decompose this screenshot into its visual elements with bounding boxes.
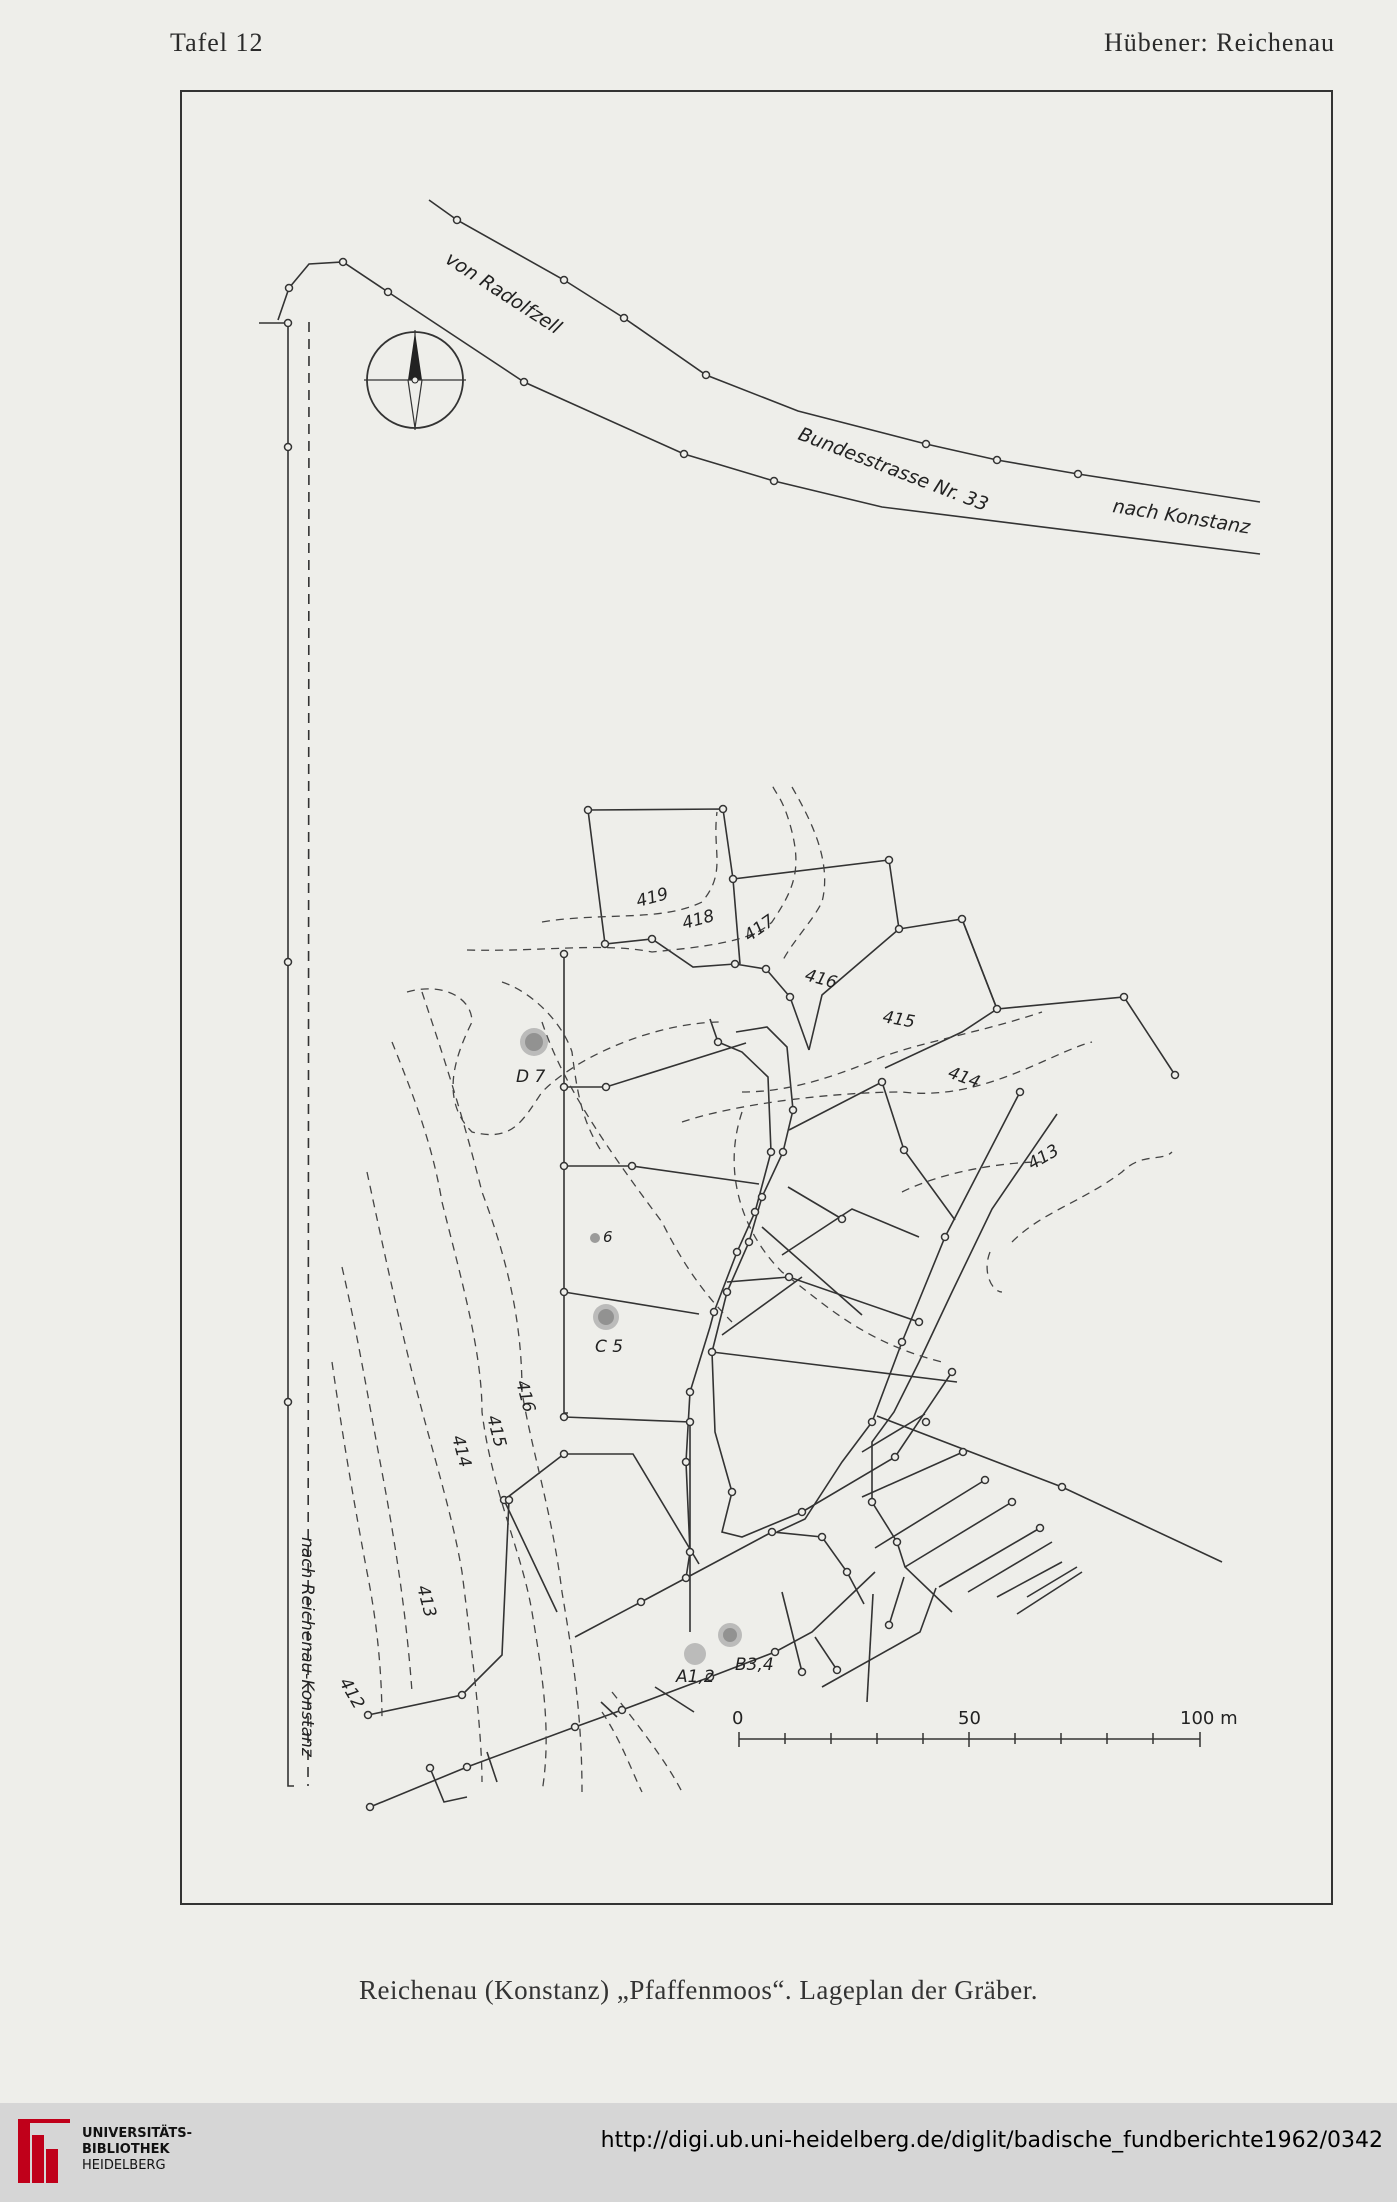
label-to: nach Konstanz [1111, 495, 1252, 539]
site-plan-map: von Radolfzell Bundesstrasse Nr. 33 nach… [180, 90, 1333, 1905]
contour-label: 413 [412, 1583, 440, 1620]
north-arrow-icon [364, 330, 466, 430]
library-name-line: BIBLIOTHEK [82, 2142, 170, 2157]
grave-label: C 5 [595, 1337, 623, 1357]
contour-label: 419 [634, 884, 671, 912]
survey-points [283, 215, 1180, 1812]
diagonal-road-west [776, 1091, 1021, 1533]
grave-label: A1,2 [675, 1667, 715, 1687]
contour-label: 416 [803, 966, 840, 994]
contour-label: 418 [680, 906, 717, 934]
scale-label-end: 100 m [1180, 1708, 1238, 1729]
library-logo-icon [18, 2119, 70, 2183]
running-head-left: Tafel 12 [170, 28, 264, 57]
path-east-edge [711, 1026, 953, 1538]
side-road-west-edge [259, 322, 294, 1787]
contour-label: 413 [1025, 1141, 1063, 1175]
grave-label: B3,4 [735, 1655, 774, 1675]
south-road-edge [369, 1571, 876, 1808]
library-name-line: HEIDELBERG [82, 2158, 166, 2173]
highway-edge-south [277, 261, 1261, 555]
library-name-line: UNIVERSITÄTS- [82, 2126, 192, 2141]
library-name: UNIVERSITÄTS- BIBLIOTHEK HEIDELBERG [82, 2126, 192, 2174]
scale-bar [738, 1732, 1201, 1747]
library-footer: UNIVERSITÄTS- BIBLIOTHEK HEIDELBERG http… [0, 2103, 1397, 2202]
contour-label: 414 [447, 1433, 475, 1470]
grave-label: D 7 [516, 1067, 545, 1087]
diagonal-road-east [871, 1113, 1058, 1613]
contour-label: 412 [335, 1675, 369, 1713]
label-from: von Radolfzell [441, 248, 566, 340]
running-head-right: Hübener: Reichenau [1104, 28, 1335, 57]
grave-label: 6 [603, 1228, 613, 1246]
parcel-lines [587, 808, 1176, 1076]
highway-edge-north [428, 199, 1261, 503]
label-highway: Bundesstrasse Nr. 33 [795, 423, 991, 516]
site-plan-drawing: von Radolfzell Bundesstrasse Nr. 33 nach… [259, 199, 1261, 1812]
contour-label: 415 [482, 1413, 510, 1450]
contour-lines [331, 781, 1173, 1793]
grave-markers [520, 1028, 742, 1665]
source-url-link[interactable]: http://digi.ub.uni-heidelberg.de/diglit/… [600, 2128, 1383, 2153]
label-side-road: nach Reichenau-Konstanz [297, 1537, 317, 1758]
figure-caption: Reichenau (Konstanz) „Pfaffenmoos“. Lage… [359, 1975, 1038, 2005]
contour-label: 416 [511, 1378, 539, 1415]
contour-label: 417 [740, 911, 778, 946]
contour-label: 414 [945, 1063, 982, 1093]
side-road-east-edge [307, 321, 310, 1787]
scale-label-mid: 50 [958, 1708, 981, 1729]
scale-label-start: 0 [732, 1708, 743, 1729]
contour-label: 415 [881, 1007, 916, 1032]
